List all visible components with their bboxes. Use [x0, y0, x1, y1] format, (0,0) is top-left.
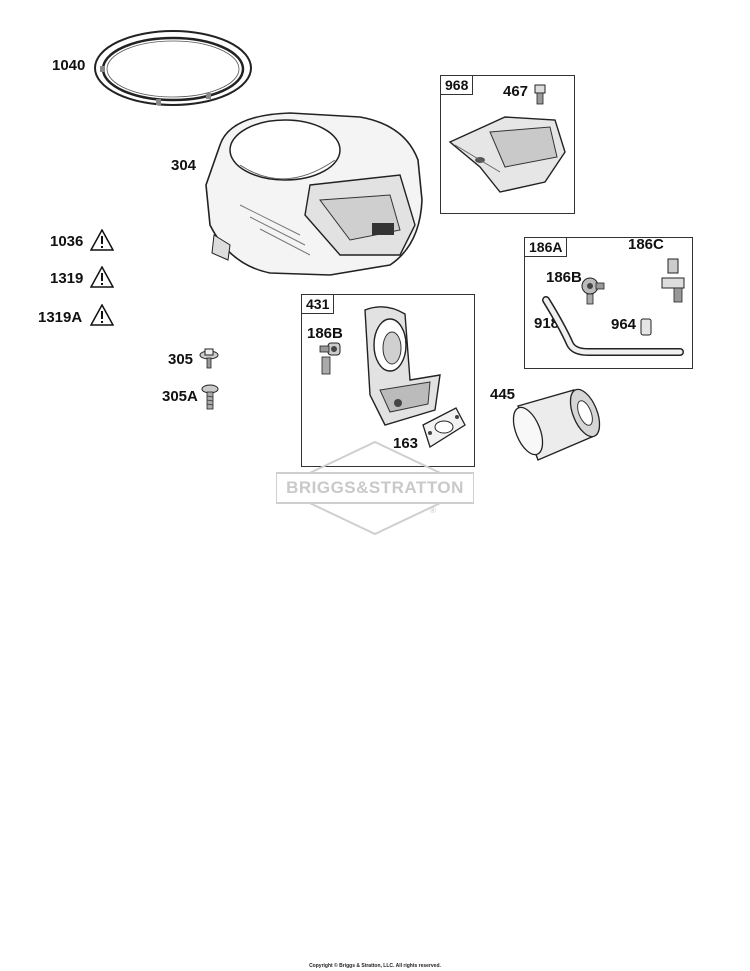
- filter-445-illustration: [512, 388, 601, 461]
- part-label-1036[interactable]: 1036: [50, 233, 84, 250]
- air-cleaner-base-431-illustration: [364, 306, 441, 426]
- cap-964-illustration: [640, 318, 652, 336]
- bolt-467-illustration: [534, 84, 546, 105]
- hose-918-illustration: [542, 296, 684, 356]
- part-label-1319[interactable]: 1319: [50, 270, 84, 287]
- warning-triangle-icon: [90, 266, 114, 288]
- kit-tag-431[interactable]: 431: [301, 294, 335, 315]
- part-label-304[interactable]: 304: [171, 157, 197, 174]
- kit-box-186a: 186A: [524, 237, 693, 369]
- copyright-footer: Copyright © Briggs & Stratton, LLC. All …: [309, 963, 441, 969]
- screw-305a-illustration: [201, 384, 219, 410]
- part-label-163[interactable]: 163: [393, 435, 419, 452]
- kit-tag-186a[interactable]: 186A: [524, 237, 568, 258]
- ring-1040-illustration: [94, 30, 252, 106]
- part-label-186b-top[interactable]: 186B: [546, 269, 582, 286]
- kit-box-968: 968: [440, 75, 575, 214]
- briggs-stratton-watermark: BRIGGS&STRATTON ®: [276, 440, 474, 536]
- kit-tag-968[interactable]: 968: [440, 75, 474, 96]
- part-label-964[interactable]: 964: [611, 316, 637, 333]
- part-label-445[interactable]: 445: [490, 386, 516, 403]
- part-label-1319a[interactable]: 1319A: [38, 309, 83, 326]
- fitting-186b-top-illustration: [581, 277, 605, 305]
- warning-triangle-icon: [90, 229, 114, 251]
- part-label-305a[interactable]: 305A: [162, 388, 198, 405]
- screw-305-illustration: [199, 348, 219, 369]
- part-label-305[interactable]: 305: [168, 351, 194, 368]
- part-label-1040[interactable]: 1040: [52, 57, 86, 74]
- cover-968-illustration: [448, 116, 566, 193]
- part-label-467[interactable]: 467: [503, 83, 529, 100]
- blower-housing-304-illustration: [205, 112, 423, 276]
- part-label-186c[interactable]: 186C: [628, 236, 664, 253]
- watermark-registered-mark: ®: [430, 506, 436, 515]
- gasket-163-illustration: [422, 407, 466, 448]
- kit-box-431: 431: [301, 294, 475, 467]
- fitting-186c-illustration: [661, 258, 685, 303]
- part-label-918[interactable]: 918: [534, 315, 560, 332]
- part-label-186b-mid[interactable]: 186B: [307, 325, 343, 342]
- warning-triangle-icon: [90, 304, 114, 326]
- fitting-186b-mid-illustration: [319, 342, 341, 375]
- watermark-text: BRIGGS&STRATTON: [286, 478, 464, 497]
